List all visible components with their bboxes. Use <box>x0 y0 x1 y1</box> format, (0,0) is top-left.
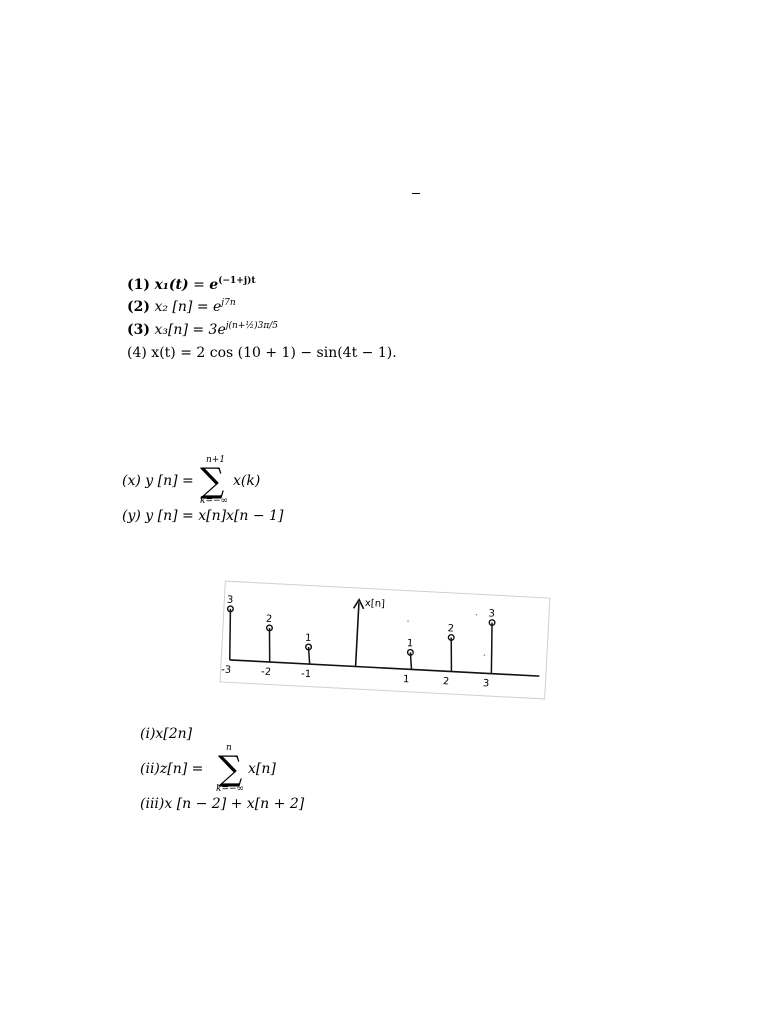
stem-value-label: 1 <box>407 638 414 649</box>
part-iii: (iii)x [n − 2] + x[n + 2] <box>140 796 305 812</box>
stem-value-label: 2 <box>447 623 454 634</box>
stem-value-label: 1 <box>305 633 312 644</box>
stem-line <box>228 608 232 660</box>
stem-marker <box>447 633 455 641</box>
stem-plot: x[n] 3 2 1 1 2 3 -3 -2 -1 1 2 3 <box>221 595 540 690</box>
scan-speck <box>411 652 414 655</box>
summation-ii: n ∑ k=−∞ <box>216 743 245 794</box>
sigma-icon: ∑ <box>200 461 225 501</box>
part-i: (i)x[2n] <box>140 726 193 742</box>
signal-1: (1) x₁(t) = e(−1+j)t <box>127 276 256 293</box>
scan-speck <box>475 613 478 616</box>
stem-marker <box>265 624 273 632</box>
sigma-icon: ∑ <box>218 749 243 789</box>
part-ii-label: (ii)z[n] = <box>140 761 204 777</box>
scan-speck <box>407 620 409 622</box>
stem-line <box>490 622 493 674</box>
tick-label: 1 <box>403 674 410 685</box>
stem-plot-figure: x[n] 3 2 1 1 2 3 -3 -2 -1 1 2 3 <box>219 580 551 700</box>
stem-marker <box>406 648 414 656</box>
tick-label: -3 <box>221 664 232 676</box>
tick-label: -1 <box>301 669 312 681</box>
system-y: (y) y [n] = x[n]x[n − 1] <box>122 508 284 524</box>
system-x-label: (x) y [n] = <box>122 473 194 489</box>
x-axis <box>229 659 540 677</box>
tick-label: 2 <box>443 676 450 687</box>
stem-value-label: 3 <box>227 595 234 606</box>
y-axis-arrow-icon <box>352 597 365 610</box>
summation-x: n+1 ∑ k=−∞ <box>200 455 229 506</box>
signal-3: (3) x₃[n] = 3ej(n+½)3π/5 <box>127 321 279 338</box>
part-ii-term: x[n] <box>248 761 276 777</box>
tick-label: -2 <box>261 667 272 679</box>
stem-marker <box>305 643 313 651</box>
tick-label: 3 <box>483 678 490 689</box>
axis-label: x[n] <box>365 598 386 610</box>
stem-line <box>450 637 453 672</box>
stem-marker <box>488 619 496 627</box>
stem-value-label: 2 <box>266 614 273 625</box>
stem-marker <box>226 605 234 613</box>
y-axis <box>354 602 360 667</box>
header-mark <box>412 193 420 194</box>
signal-2: (2) x₂ [n] = ej7n <box>127 298 236 315</box>
system-x-term: x(k) <box>233 473 261 489</box>
signal-4: (4) x(t) = 2 cos (10 + 1) − sin(4t − 1). <box>127 345 397 361</box>
stem-line <box>268 627 271 663</box>
scan-speck <box>483 654 486 657</box>
stem-value-label: 3 <box>488 608 495 619</box>
